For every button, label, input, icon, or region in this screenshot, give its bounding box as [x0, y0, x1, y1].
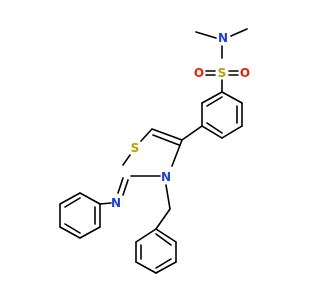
bond — [117, 177, 124, 194]
atom-labels: N O S O S N N — [111, 31, 250, 210]
bond — [155, 258, 172, 269]
sulfonyl-oxygen-top-label: O — [194, 66, 204, 80]
imine-nitrogen-label: N — [111, 196, 121, 210]
bond — [165, 184, 171, 210]
bond — [201, 125, 223, 139]
bond — [79, 226, 101, 239]
bond — [155, 228, 177, 243]
sulfonyl-oxygen-right-label: O — [240, 66, 250, 80]
thiazole-nitrogen-label: N — [161, 170, 171, 184]
bond — [206, 96, 223, 107]
bond — [135, 261, 157, 274]
bond — [155, 208, 171, 230]
thiazole-sulfur-label: S — [131, 141, 140, 155]
chemical-structure: N O S O S N N — [59, 28, 250, 274]
bond — [122, 179, 129, 196]
bond — [99, 202, 112, 205]
bond — [59, 226, 81, 239]
bond — [230, 28, 248, 37]
bond — [122, 154, 131, 166]
bond — [79, 192, 101, 205]
bond — [140, 128, 153, 142]
bond — [206, 122, 223, 134]
bond — [151, 128, 183, 141]
bond — [155, 261, 177, 274]
bond — [221, 125, 243, 139]
bond — [59, 192, 81, 205]
bond — [64, 223, 81, 234]
bond — [221, 91, 243, 104]
bond — [171, 139, 183, 167]
bond — [201, 91, 223, 104]
bonds — [59, 28, 248, 274]
bond — [155, 233, 172, 246]
bond — [64, 197, 81, 208]
bond — [195, 31, 217, 39]
bond — [181, 125, 203, 141]
sulfonyl-sulfur-label: S — [218, 66, 227, 80]
sulfonamide-nitrogen-label: N — [218, 31, 228, 45]
bond — [135, 228, 157, 243]
bond — [152, 134, 180, 146]
